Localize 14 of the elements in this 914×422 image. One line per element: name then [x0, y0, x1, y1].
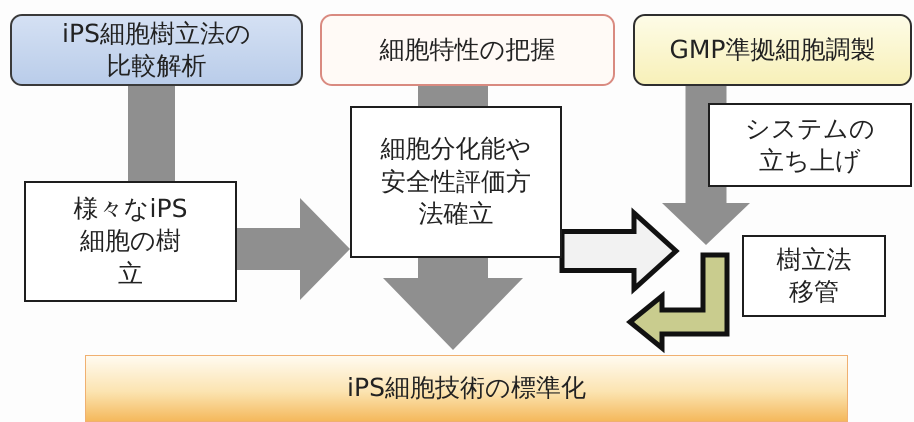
process-box: システムの立ち上げ [708, 103, 912, 187]
result-band: iPS細胞技術の標準化 [85, 355, 848, 422]
rounded-box: GMP準拠細胞調製 [633, 14, 912, 86]
connector-bar [418, 86, 488, 106]
rounded-box: 細胞特性の把握 [320, 14, 615, 86]
block-arrow [560, 207, 680, 295]
process-box: 樹立法移管 [742, 235, 886, 317]
process-box: 様々なiPS細胞の樹立 [24, 181, 237, 302]
connector-bar [128, 86, 175, 181]
block-arrow [237, 198, 350, 300]
rounded-box: iPS細胞樹立法の比較解析 [10, 14, 303, 86]
block-arrow [626, 252, 730, 354]
process-box: 細胞分化能や安全性評価方法確立 [350, 106, 562, 258]
block-arrow [383, 258, 523, 350]
